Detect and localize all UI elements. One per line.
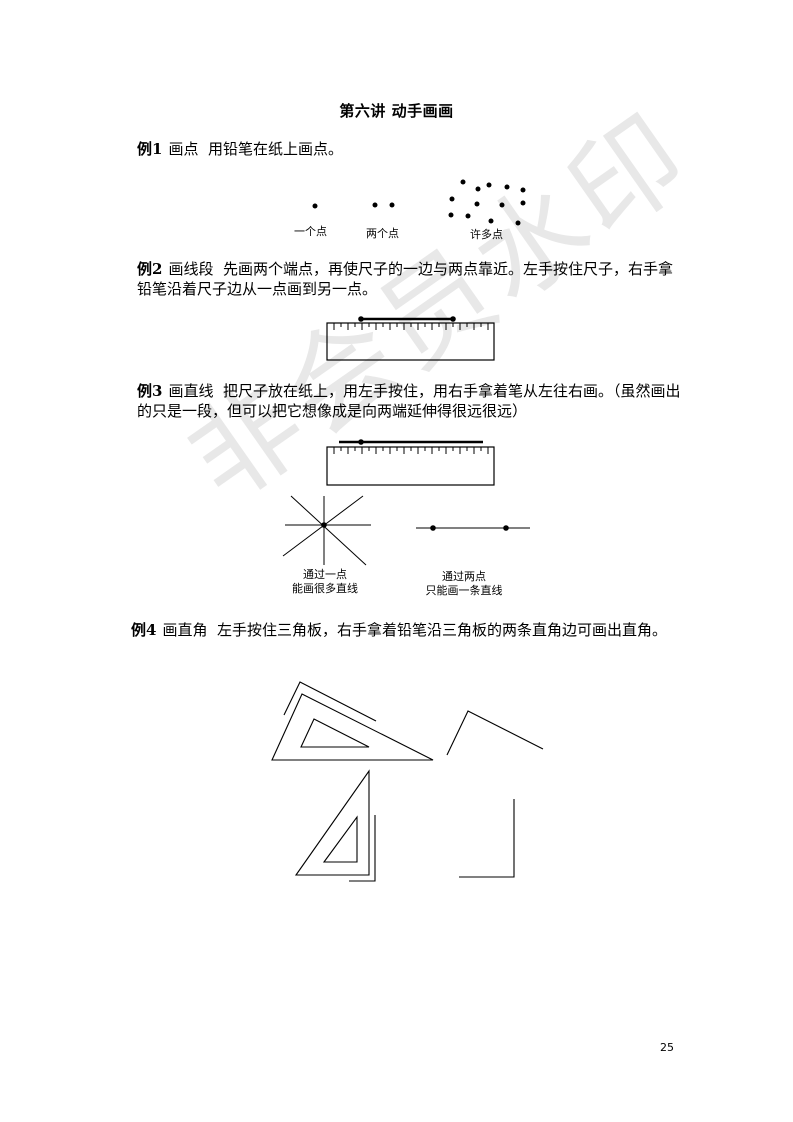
right-angle-figure-1 [446, 710, 544, 756]
example-1-text: 用铅笔在纸上画点。 [208, 140, 344, 158]
example-1-label: 例1 [137, 140, 163, 158]
example-2-label: 例2 [137, 260, 163, 278]
caption-line-1: 通过两点 [442, 570, 486, 583]
right-angle-figure-2 [459, 799, 515, 878]
example-4-text: 左手按住三角板，右手拿着铅笔沿三角板的两条直角边可画出直角。 [217, 621, 668, 639]
caption-one-point: 一个点 [294, 225, 327, 238]
example-3-paragraph: 例3 画直线 把尺子放在纸上，用左手按住，用右手拿着笔从左往右画。（虽然画出的只是… [137, 381, 682, 421]
example-2-paragraph: 例2 画线段 先画两个端点，再使尺子的一边与两点靠近。左手按住尺子，右手拿铅笔沿着… [137, 259, 682, 299]
two-points-figure [372, 202, 395, 208]
line-through-two-points-figure [416, 525, 530, 531]
caption-through-one-point: 通过一点 能画很多直线 [288, 568, 362, 596]
example-3-heading: 画直线 [168, 382, 214, 400]
lines-through-one-point-figure [282, 495, 371, 566]
example-3-label: 例3 [137, 382, 163, 400]
example-4-label: 例4 [131, 621, 157, 639]
example-4-heading: 画直角 [162, 621, 208, 639]
ruler-line-figure [326, 439, 495, 486]
example-1-heading: 画点 [168, 140, 199, 158]
example-4-paragraph: 例4 画直角 左手按住三角板，右手拿着铅笔沿三角板的两条直角边可画出直角。 [131, 620, 681, 640]
caption-line-1: 通过一点 [303, 568, 347, 581]
caption-many-points: 许多点 [470, 228, 503, 241]
set-square-figure-1 [271, 681, 434, 761]
example-2-heading: 画线段 [168, 260, 214, 278]
single-point-figure [312, 203, 318, 209]
ruler-segment-figure [326, 316, 495, 361]
caption-through-two-points: 通过两点 只能画一条直线 [420, 570, 508, 598]
set-square-figure-2 [294, 769, 376, 882]
example-2-text: 先画两个端点，再使尺子的一边与两点靠近。左手按住尺子，右手拿铅笔沿着尺子边从一点… [137, 260, 674, 298]
many-points-figure [448, 179, 526, 226]
caption-line-2: 只能画一条直线 [425, 584, 503, 597]
caption-two-points: 两个点 [366, 227, 399, 240]
page-title: 第六讲 动手画画 [339, 102, 454, 120]
example-3-text: 把尺子放在纸上，用左手按住，用右手拿着笔从左往右画。（虽然画出的只是一段，但可以… [137, 382, 681, 420]
page-number: 25 [660, 1041, 674, 1054]
caption-line-2: 能画很多直线 [292, 582, 358, 595]
example-1-paragraph: 例1 画点 用铅笔在纸上画点。 [137, 139, 682, 159]
